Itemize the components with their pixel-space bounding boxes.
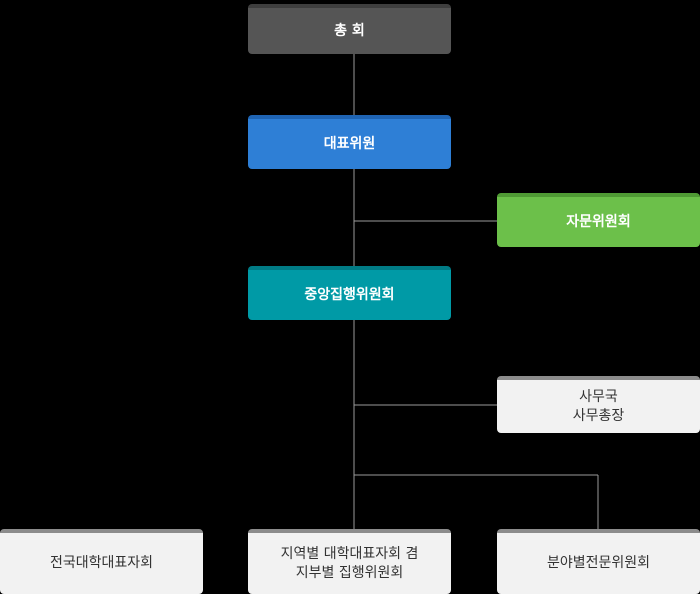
regional-box: 지역별 대학대표자회 겸 지부별 집행위원회: [248, 529, 451, 594]
advisory-committee-box: 자문위원회: [497, 193, 700, 247]
secretary-general-label: 사무총장: [572, 407, 625, 424]
general-assembly-box: 총 회: [248, 4, 451, 54]
field-committees-label: 분야별전문위원회: [546, 555, 651, 571]
central-executive-label: 중앙집행위원회: [304, 286, 395, 303]
national-univ-reps-label: 전국대학대표자회: [49, 555, 154, 571]
general-assembly-label: 총 회: [334, 22, 365, 39]
regional-reps-label: 지역별 대학대표자회 겸: [280, 545, 419, 562]
branch-executive-label: 지부별 집행위원회: [295, 564, 404, 581]
representatives-label: 대표위원: [323, 135, 376, 152]
secretariat-label: 사무국: [579, 388, 618, 405]
national-univ-reps-box: 전국대학대표자회: [0, 529, 203, 594]
secretariat-box: 사무국 사무총장: [497, 376, 700, 433]
field-committees-box: 분야별전문위원회: [497, 529, 700, 594]
advisory-committee-label: 자문위원회: [566, 213, 631, 230]
representatives-box: 대표위원: [248, 115, 451, 169]
central-executive-box: 중앙집행위원회: [248, 266, 451, 320]
